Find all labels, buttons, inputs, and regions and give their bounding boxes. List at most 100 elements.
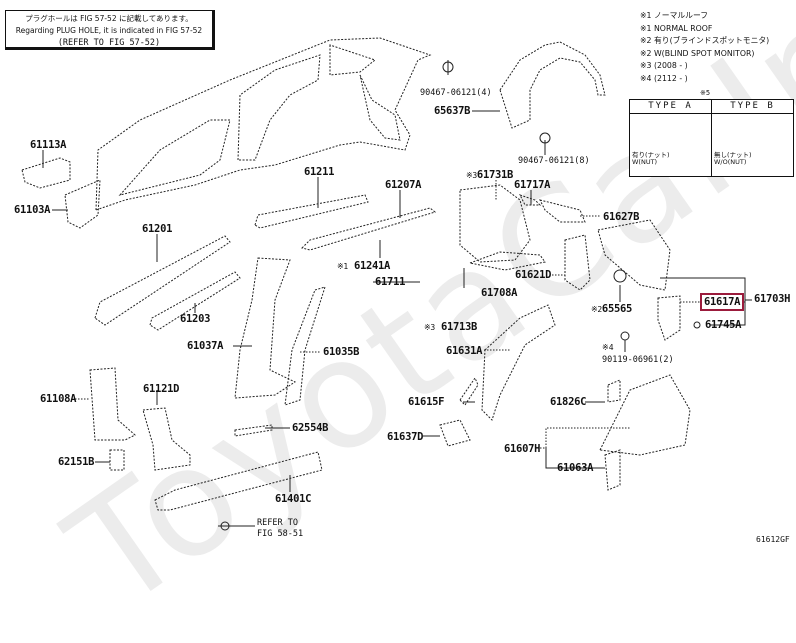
part-label-65637B[interactable]: 65637B [434,105,471,117]
pillar-61037A [234,257,297,399]
part-label-61711[interactable]: 61711 [375,276,406,288]
arch-61631A [481,304,556,421]
extension-61621D [564,234,591,291]
part-label-62554B[interactable]: 62554B [292,422,329,434]
rail-61207A [301,207,437,251]
refer-line-1: REFER TO [257,518,298,528]
pillar-61035B [284,286,326,406]
part-label-61063A[interactable]: 61063A [557,462,594,474]
part-number: 61241A [353,260,391,272]
figure-number: 61612GF [756,535,790,544]
bracket-61113A [21,157,71,189]
part-label-61241A[interactable]: ※1 61241A [337,260,390,273]
marker-4: ※4 [602,343,614,352]
part-label-61713B[interactable]: ※3 61713B [424,321,477,334]
type-a-caption-jp: 有り(ナット) [632,151,670,159]
part-label-61607H[interactable]: 61607H [504,443,541,455]
part-label-61121D[interactable]: 61121D [143,383,180,395]
quarter-inner-61607H [599,374,691,456]
rail-61201 [94,235,231,326]
plate-62554B [234,424,273,437]
part-label-61103A[interactable]: 61103A [14,204,51,216]
bracket-61637D [439,419,471,447]
part-label-90467-06121-4[interactable]: 90467-06121(4) [420,88,492,98]
rocker-61401C [154,451,323,511]
part-label-61708A[interactable]: 61708A [481,287,518,299]
type-b-caption: 無し(ナット) W/O(NUT) [714,152,752,166]
bracket-61121D [142,407,191,471]
bracket-61627B [539,199,586,223]
part-label-90467-06121-8[interactable]: 90467-06121(8) [518,156,590,166]
bracket-61708A [468,251,546,271]
type-table-marker: ※5 [700,89,711,97]
refer-fig-link[interactable]: REFER TO FIG 58-51 [257,518,303,540]
legend-item: ※1 NORMAL ROOF [640,23,713,33]
part-label-61035B[interactable]: 61035B [323,346,360,358]
part-label-61717A[interactable]: 61717A [514,179,551,191]
nut-61745A [693,321,701,329]
part-label-61108A[interactable]: 61108A [40,393,77,405]
legend-item: ※3 (2008 - ) [640,61,688,70]
bracket-61617A-part [657,295,681,341]
marker-3: ※3 [424,323,435,332]
rail-61211 [254,194,369,229]
seal-62151B [109,449,125,471]
part-label-61627B[interactable]: 61627B [603,211,640,223]
panel-61731B [459,184,531,263]
pillar-61108A [89,367,136,441]
wheelhouse-liner-65637B [499,41,606,129]
part-label-61703H[interactable]: 61703H [754,293,791,305]
part-label-61615F[interactable]: 61615F [408,396,445,408]
parts-diagram [21,37,782,531]
part-label-62151B[interactable]: 62151B [58,456,95,468]
part-label-61201[interactable]: 61201 [142,223,173,235]
note-refer-link[interactable]: (REFER TO FIG 57-52) [57,38,161,48]
part-label-61621D[interactable]: 61621D [515,269,552,281]
body-side-outer-panel [95,37,432,211]
nut-65565 [613,269,627,283]
part-label-61203[interactable]: 61203 [180,313,211,325]
clip-90467-4 [442,61,454,73]
part-label-61745A[interactable]: 61745A [705,319,742,331]
bracket-61063A [604,449,621,491]
part-label-61113A[interactable]: 61113A [30,139,67,151]
type-b-header: TYPE B [730,101,775,111]
part-label-61637D[interactable]: 61637D [387,431,424,443]
legend-item: ※1 ノーマルルーフ [640,11,709,20]
type-a-caption-en: W(NUT) [632,158,658,166]
part-label-61631A[interactable]: 61631A [446,345,483,357]
bracket-61103A [64,179,101,229]
part-label-61731B[interactable]: ※361731B [466,169,513,182]
marker-1: ※1 [337,262,348,271]
part-label-61617A-highlighted[interactable]: 61617A [700,293,745,311]
part-label-61207A[interactable]: 61207A [385,179,422,191]
plug-hole-note: プラグホールは FIG 57-52 に記載してあります。 Regarding P… [5,10,215,50]
part-label-65565[interactable]: ※265565 [591,303,632,316]
part-number: 65565 [601,303,633,315]
type-a-header: TYPE A [630,100,712,113]
note-line-jp: プラグホールは FIG 57-52 に記載してあります。 [25,14,193,23]
refer-line-2: FIG 58-51 [257,529,304,539]
part-label-61211[interactable]: 61211 [304,166,335,178]
part-label-61826C[interactable]: 61826C [550,396,587,408]
bolt-90119 [620,331,630,341]
type-b-caption-jp: 無し(ナット) [714,151,752,159]
type-a-caption: 有り(ナット) W(NUT) [632,152,670,166]
part-label-61037A[interactable]: 61037A [187,340,224,352]
legend: ※1 ノーマルルーフ ※1 NORMAL ROOF ※2 有り(ブラインドスポッ… [640,10,769,85]
rail-61203 [149,271,241,331]
bolt-bottom [220,521,230,531]
part-number: 61713B [440,321,478,333]
bracket-61615F [459,376,479,406]
seal-61826C [607,379,621,403]
type-table: TYPE A TYPE B 有り(ナット) W(NUT) 無し(ナット) W/O… [629,99,794,177]
marker-3: ※3 [466,171,477,180]
taillamp-housing [597,219,671,291]
type-b-caption-en: W/O(NUT) [714,158,747,166]
marker-2: ※2 [591,305,602,314]
bracket-61717A [519,194,542,206]
part-label-61401C[interactable]: 61401C [275,493,312,505]
note-line-en: Regarding PLUG HOLE, it is indicated in … [15,26,203,35]
clip-90467-8 [539,132,551,144]
